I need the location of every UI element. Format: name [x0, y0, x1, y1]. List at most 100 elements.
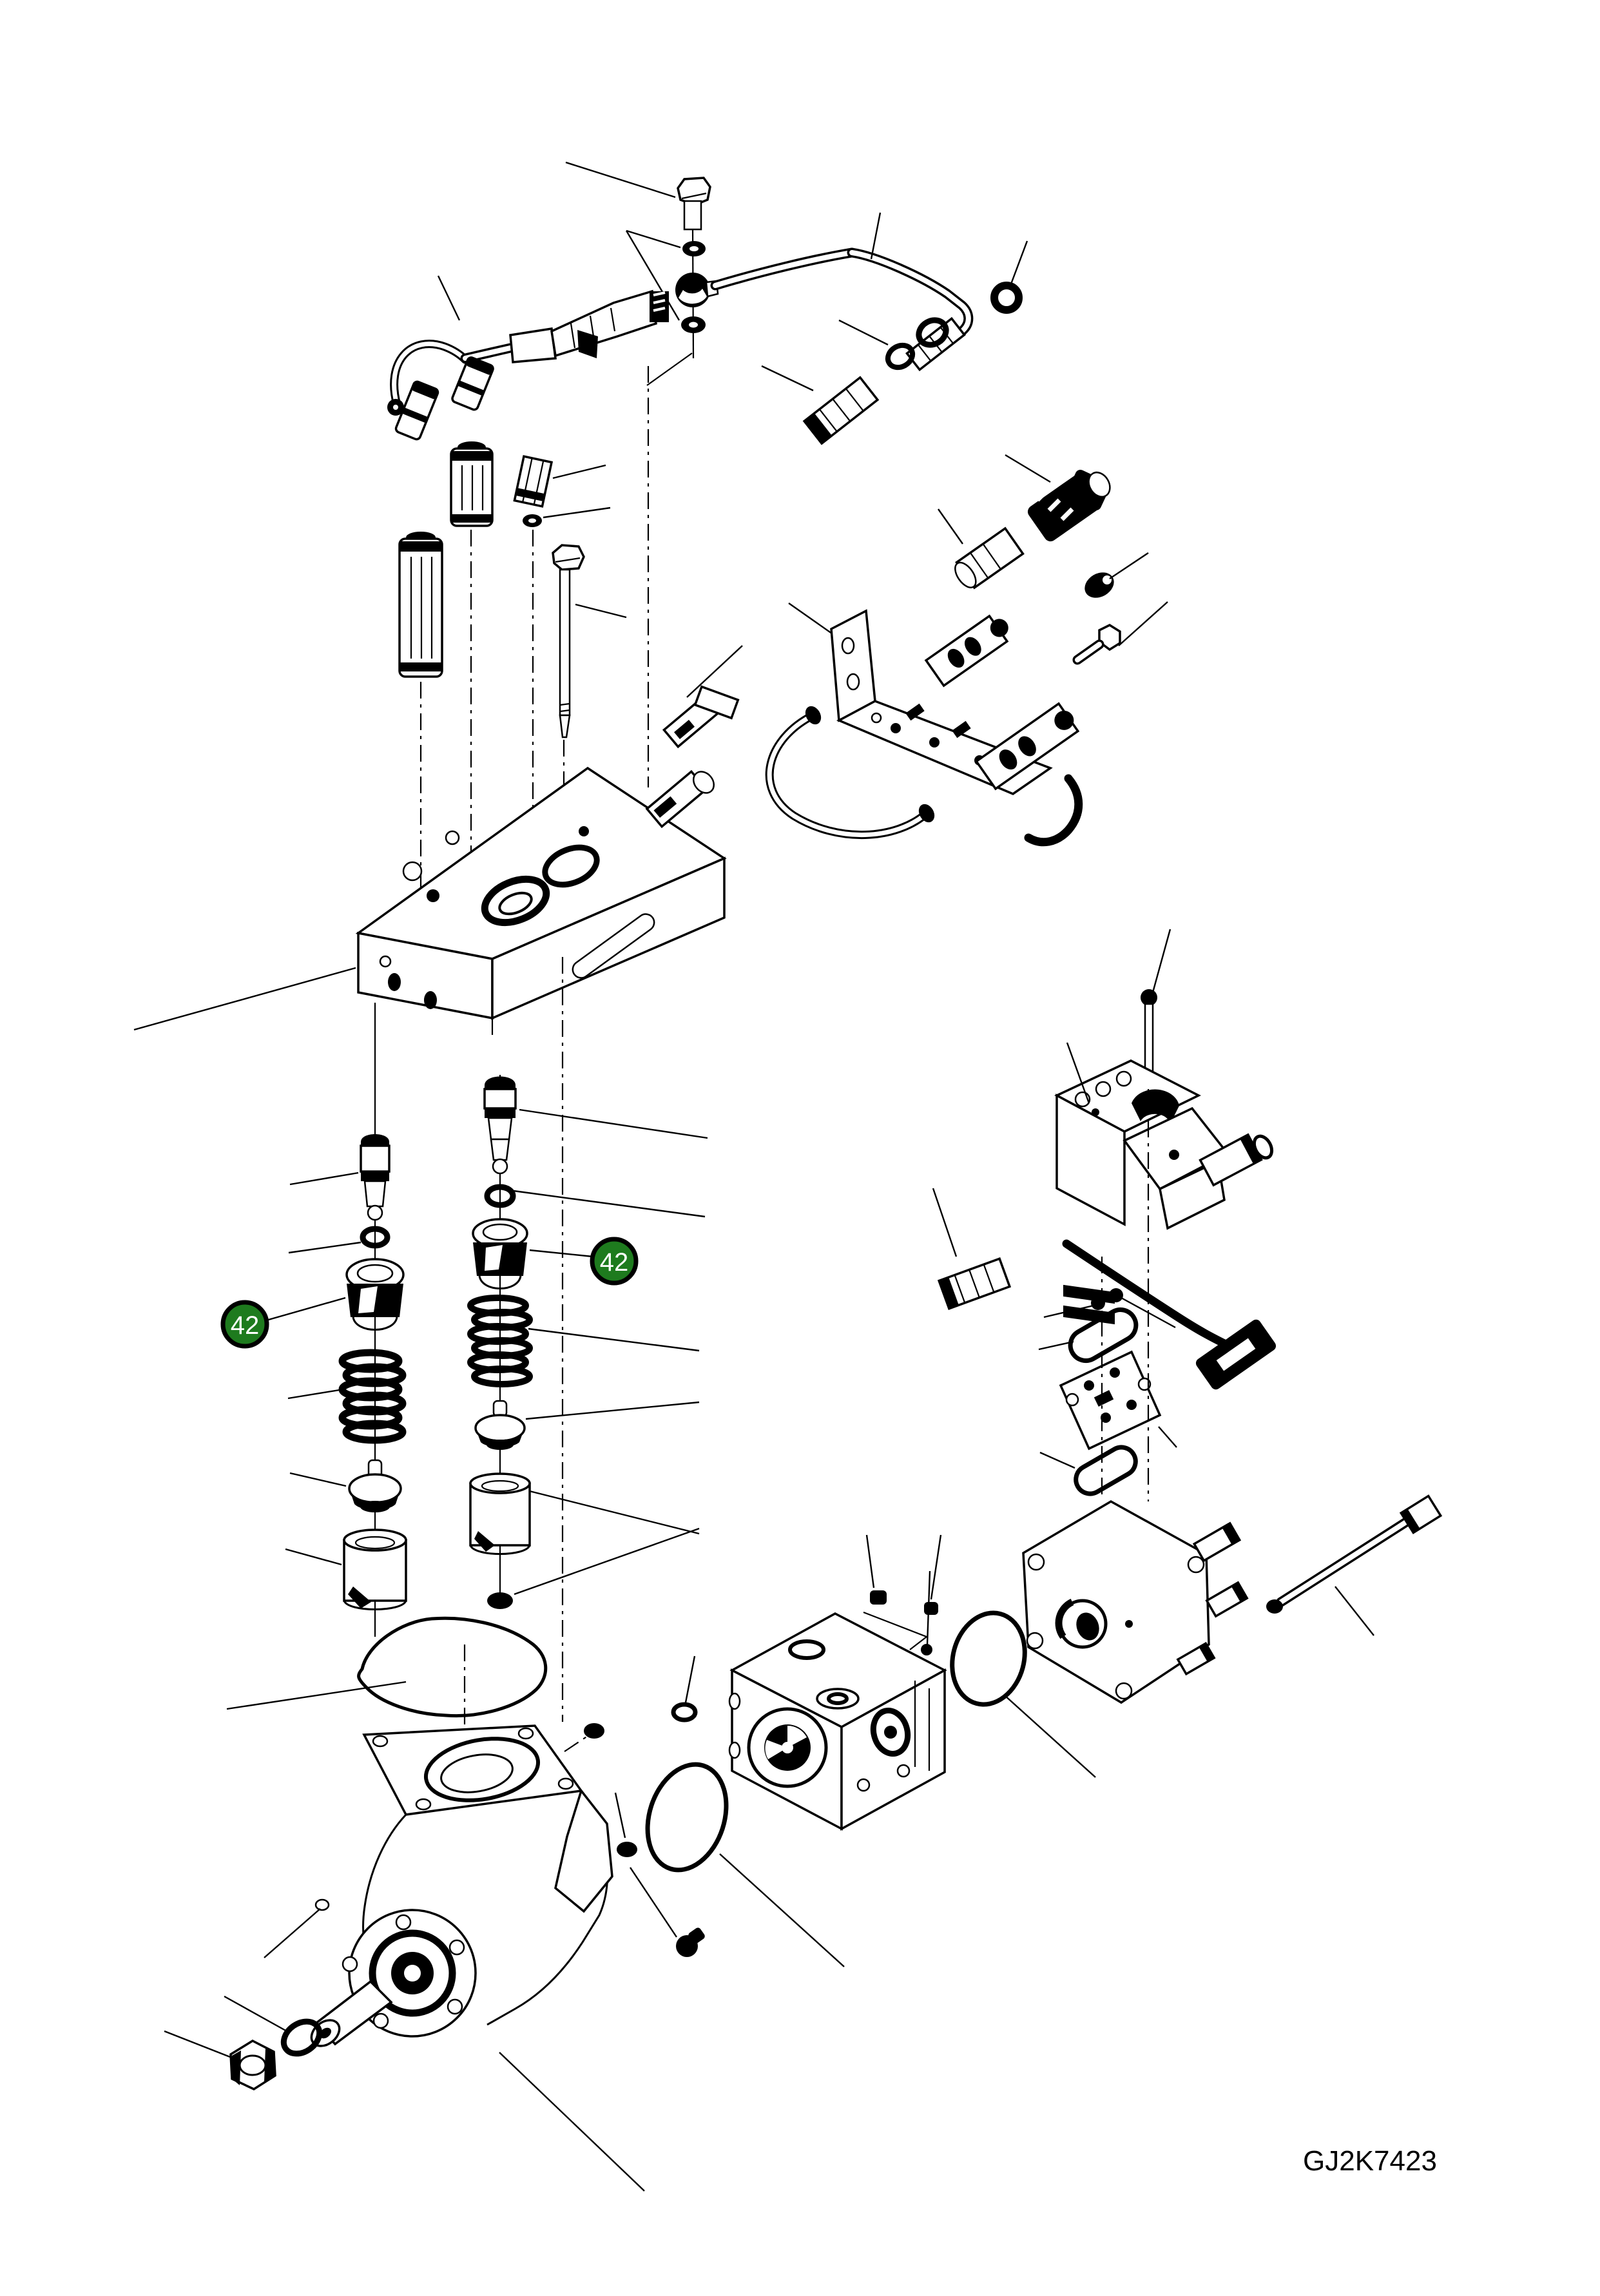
leader-line: [625, 230, 680, 321]
retainer-pin: [1141, 989, 1157, 1083]
filter-element-left: [398, 532, 443, 678]
leader-line: [288, 1241, 361, 1254]
o-ring-small: [671, 1702, 698, 1722]
solenoid-valve-assembly: [921, 929, 1277, 1655]
through-bolt: [1266, 1494, 1443, 1614]
valve-seat-right-item42: [472, 1218, 528, 1289]
nozzle-tip: [1084, 572, 1114, 598]
hex-union-fitting: [802, 376, 880, 445]
sensor-plug-right: [451, 356, 494, 411]
small-plug: [314, 1898, 330, 1911]
leader-line: [865, 1534, 875, 1588]
spring-right: [467, 1295, 533, 1387]
leader-line: [626, 229, 681, 249]
leader-line: [543, 506, 611, 519]
o-ring-bracket-2: [916, 317, 949, 348]
leader-line: [1005, 454, 1051, 483]
harness-connector: [460, 289, 669, 363]
shaft-washer: [280, 2018, 323, 2057]
end-cover-assembly: [1022, 1494, 1443, 1704]
screw: [1091, 1296, 1105, 1310]
leader-line: [932, 1188, 958, 1257]
o-ring-bracket-1: [885, 342, 916, 371]
leader-line: [1008, 240, 1028, 288]
harness-hose: [387, 340, 470, 416]
leader-line: [684, 1655, 696, 1703]
connector-block: [937, 1257, 1012, 1310]
leader-line: [226, 1681, 407, 1710]
leader-line: [529, 1490, 700, 1535]
guide-cup-right: [469, 1472, 531, 1555]
leader-line: [285, 1548, 342, 1566]
leader-line: [926, 1570, 931, 1645]
leader-line: [870, 212, 882, 260]
balloon-label: 42: [600, 1248, 629, 1277]
leader-line: [686, 645, 743, 698]
gasket-upper: [1068, 1307, 1139, 1363]
leader-line: [287, 1388, 344, 1400]
small-washer: [523, 514, 542, 527]
o-ring-pipe: [990, 282, 1023, 314]
elbow-fitting-dark: [1027, 470, 1111, 542]
screw: [870, 1590, 887, 1605]
wire-harness: [1062, 1239, 1277, 1390]
valve-column-right: [467, 1075, 708, 1609]
balloon-circle[interactable]: [220, 1300, 269, 1349]
sealing-washer-lower: [681, 316, 706, 333]
callout-balloon-42-right[interactable]: 42: [590, 1237, 639, 1286]
ghost-line: [646, 352, 693, 386]
leader-line: [930, 1534, 942, 1600]
bottom-fitting: [676, 1927, 705, 1957]
leader-line: [761, 365, 814, 392]
leader-line: [788, 603, 837, 637]
poppet-left: [348, 1459, 402, 1512]
guide-cup-left: [343, 1529, 407, 1610]
balloon-circle[interactable]: [590, 1237, 639, 1286]
leader-line: [1043, 1304, 1094, 1318]
check-ball: [487, 1592, 513, 1609]
valve-seat-left-item42: [345, 1258, 405, 1331]
fuel-line-assembly: [565, 161, 1028, 386]
pump-housing: [164, 1723, 645, 2192]
wiring-harness-assembly: [387, 275, 669, 738]
ghost-line: [863, 1611, 929, 1650]
leader-line: [289, 1172, 359, 1186]
valve-plug-left: [360, 1134, 390, 1221]
sealing-washer-upper: [682, 241, 706, 256]
leader-line: [1039, 1451, 1075, 1469]
sensor-plug-left: [394, 380, 439, 441]
callout-balloon-42-left[interactable]: 42: [220, 1300, 269, 1349]
u-tube: [765, 706, 935, 839]
leader-line: [1335, 1586, 1374, 1636]
leader-line: [1038, 1340, 1074, 1351]
leader-line: [514, 1527, 700, 1596]
solenoid-valve-body: [1054, 1059, 1274, 1325]
leader-line: [519, 1108, 708, 1139]
leader-line: [1152, 929, 1171, 993]
screw: [924, 1602, 938, 1615]
leader-line: [264, 1908, 321, 1958]
gear-pump-section: [630, 1534, 1096, 1967]
drawing-code: GJ2K7423: [1303, 2145, 1437, 2177]
o-ring-left: [360, 1226, 390, 1249]
port-plug-lower: [617, 1842, 637, 1857]
leader-line-dashed: [564, 1733, 592, 1752]
leader-line: [224, 1995, 287, 2032]
filter-element-right: [450, 441, 494, 527]
nozzle-fitting-white: [954, 526, 1025, 590]
elbow-fitting-upper: [662, 685, 740, 749]
fuel-return-pipe: [710, 247, 974, 372]
nozzle-horn: [1024, 774, 1083, 847]
o-ring-right: [484, 1184, 516, 1208]
banjo-bolt: [677, 177, 711, 231]
banjo-eye-fitting: [675, 273, 719, 307]
screw: [1109, 1288, 1123, 1302]
leader-line: [289, 1472, 347, 1487]
injector-bracket-assembly: [761, 317, 1168, 847]
valve-column-left: [285, 1003, 407, 1637]
o-ring-large-right: [950, 1610, 1027, 1707]
leader-line: [565, 161, 676, 198]
valve-plate: [1059, 1350, 1162, 1451]
